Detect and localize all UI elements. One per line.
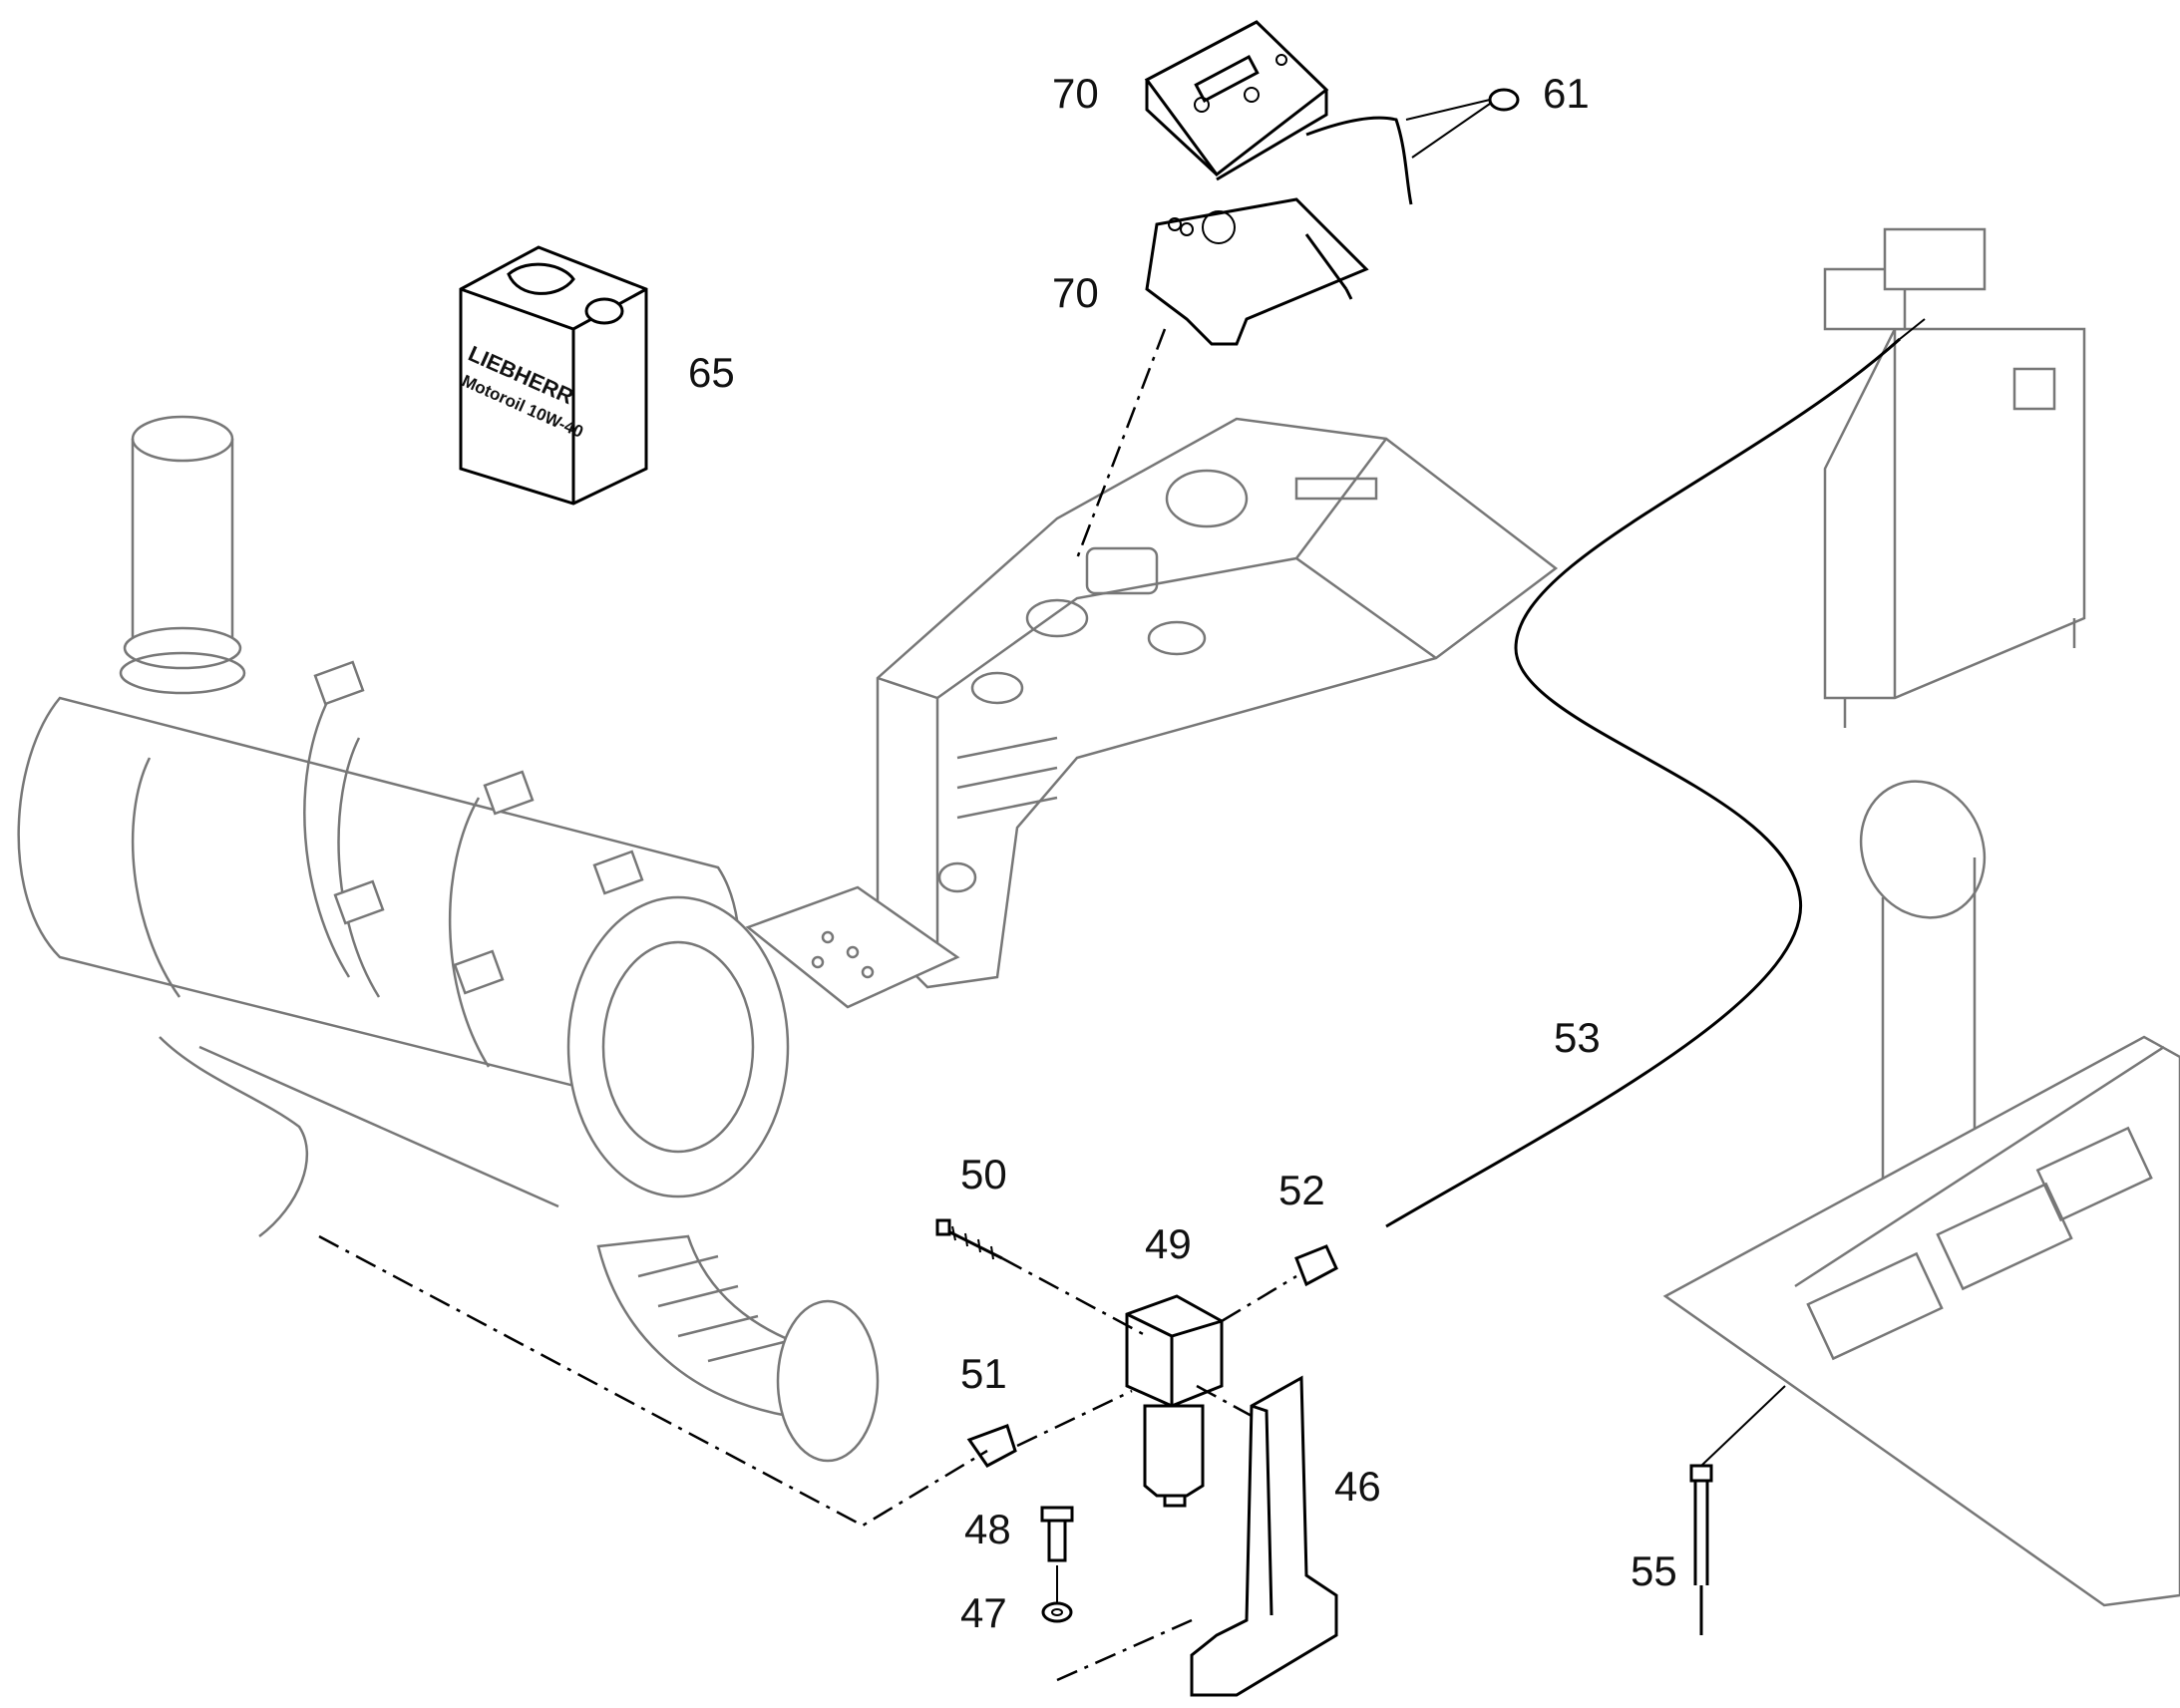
display-unit (1144, 20, 1413, 205)
filter-bracket (1190, 1375, 1338, 1697)
callout-70-display: 70 (1052, 70, 1099, 117)
washer (1041, 1601, 1073, 1623)
callout-50: 50 (960, 1151, 1007, 1197)
bolt (935, 1218, 1003, 1260)
callout-55: 55 (1631, 1547, 1677, 1594)
support-rod (1689, 1385, 1786, 1635)
assembly-lines (318, 1234, 1297, 1682)
sensor-cable (1385, 318, 1926, 1228)
hydraulic-tank-assembly (1823, 227, 2086, 728)
display-bracket (1075, 197, 1369, 559)
grommet (1405, 88, 1520, 159)
callout-46: 46 (1334, 1463, 1381, 1510)
callout-65: 65 (688, 349, 735, 396)
callout-53: 53 (1554, 1014, 1601, 1061)
exhaust-aftertreatment-assembly (17, 415, 880, 1463)
fitting-2 (966, 1424, 1017, 1468)
callout-48: 48 (964, 1506, 1011, 1552)
callout-49: 49 (1145, 1220, 1192, 1267)
fitting (1294, 1244, 1338, 1287)
callout-61: 61 (1543, 70, 1590, 117)
callout-labels: 70 61 70 65 53 50 52 49 51 46 48 55 47 (688, 70, 1677, 1636)
oil-canister: LIEBHERR Motoroil 10W-40 (459, 245, 648, 506)
callout-70-bracket: 70 (1052, 269, 1099, 316)
exhaust-stack-and-tray (1662, 780, 2180, 1607)
screw (1040, 1506, 1074, 1605)
chassis-frame (745, 417, 1559, 1009)
callout-47: 47 (960, 1589, 1007, 1636)
filter (1125, 1294, 1224, 1508)
callout-52: 52 (1278, 1167, 1325, 1213)
callout-51: 51 (960, 1350, 1007, 1397)
